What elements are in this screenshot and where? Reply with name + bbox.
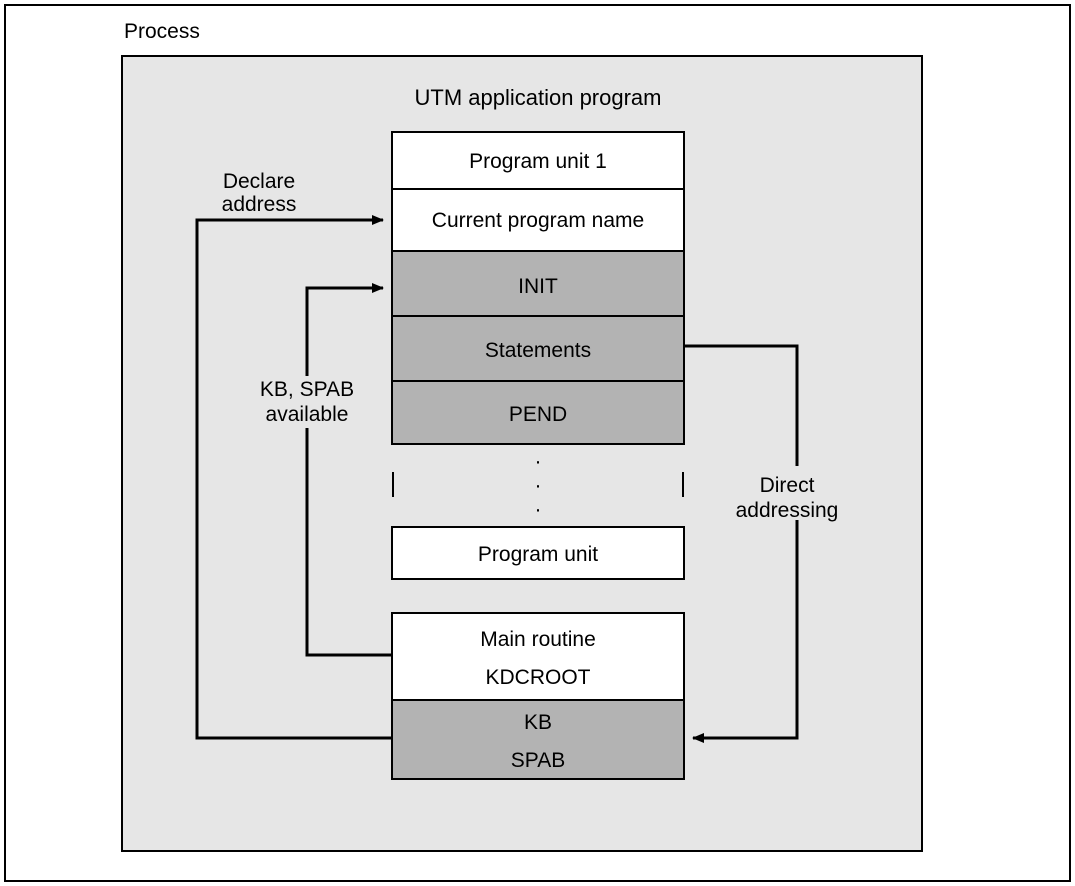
block-statements-label: Statements — [485, 339, 591, 362]
block-kb-label: KB — [524, 711, 552, 734]
annotation-kb-spab-available-line-2: available — [266, 403, 349, 426]
block-statements — [391, 315, 685, 382]
block-program-unit-1 — [391, 131, 685, 190]
connector-declare-address — [195, 215, 392, 740]
block-spab-label: SPAB — [511, 749, 565, 772]
connector-kb-spab-available — [305, 283, 392, 657]
diagram-title: UTM application program — [415, 85, 662, 110]
annotation-declare-address-line-1: Declare — [223, 170, 295, 193]
block-program-unit-label: Program unit — [478, 543, 598, 566]
annotation-kb-spab-available-line-1: KB, SPAB — [260, 378, 354, 401]
block-pend — [391, 380, 685, 445]
block-kb-spab — [391, 699, 685, 780]
block-current-program-name-label: Current program name — [432, 209, 644, 232]
block-main-routine-label-1: Main routine — [480, 628, 596, 651]
block-pend-label: PEND — [509, 403, 567, 426]
annotation-declare-address: Declare address — [222, 170, 297, 216]
annotation-direct-addressing: Direct addressing — [728, 466, 868, 522]
ellipsis-dot-2: · — [535, 474, 542, 497]
annotation-kb-spab-available: KB, SPAB available — [243, 376, 373, 428]
process-label: Process — [124, 20, 200, 43]
block-current-program-name — [391, 188, 685, 252]
block-main-routine-label-2: KDCROOT — [486, 666, 591, 689]
annotation-declare-address-line-2: address — [222, 193, 297, 216]
annotation-direct-addressing-line-1: Direct — [760, 474, 815, 497]
ellipsis-dot-3: · — [535, 498, 542, 521]
connector-direct-addressing — [684, 344, 799, 743]
annotation-kb-spab-available-backdrop — [243, 376, 373, 428]
annotation-direct-addressing-backdrop — [728, 466, 868, 520]
ellipsis-dot-1: · — [535, 450, 542, 473]
annotation-direct-addressing-line-2: addressing — [736, 499, 839, 522]
block-init-label: INIT — [518, 275, 558, 298]
block-program-unit — [391, 526, 685, 580]
block-program-unit-1-label: Program unit 1 — [469, 150, 607, 173]
